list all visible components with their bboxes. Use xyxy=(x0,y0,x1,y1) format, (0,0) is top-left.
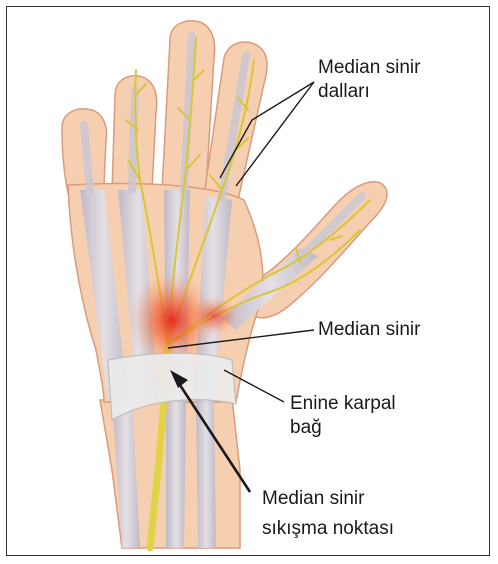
inflammation-glow-thumb xyxy=(188,296,240,336)
label-compression-point: Median sinir sıkışma noktası xyxy=(262,484,394,544)
label-transverse-carpal-ligament: Enine karpal bağ xyxy=(290,392,396,440)
label-line: dalları xyxy=(318,80,420,104)
label-median-nerve: Median sinir xyxy=(318,318,420,342)
label-line: Median sinir xyxy=(262,484,394,514)
label-line: Median sinir xyxy=(318,56,420,80)
label-line: Enine karpal xyxy=(290,392,396,416)
label-line: sıkışma noktası xyxy=(262,514,394,544)
label-median-nerve-branches: Median sinir dalları xyxy=(318,56,420,104)
label-line: bağ xyxy=(290,416,396,440)
label-line: Median sinir xyxy=(318,318,420,342)
